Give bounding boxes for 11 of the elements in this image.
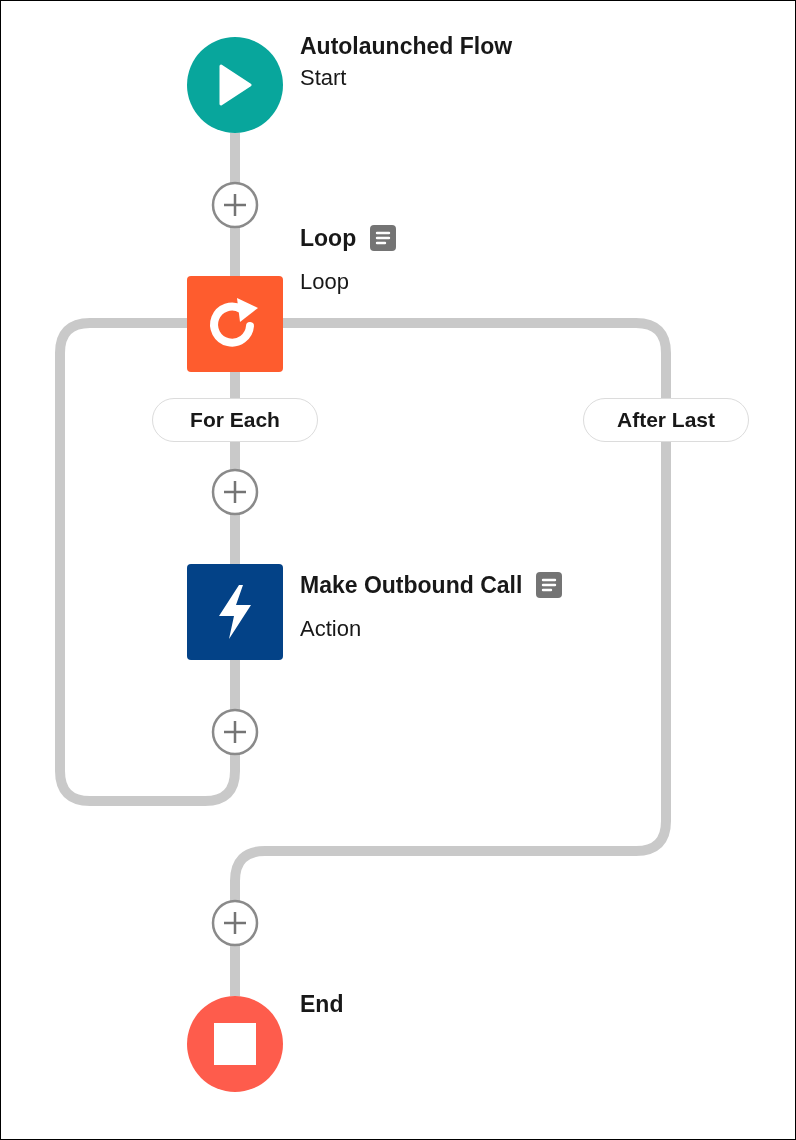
connector-line — [55, 318, 240, 806]
step-type: Action — [300, 615, 363, 643]
step-type: Loop — [300, 268, 350, 296]
step-title: Autolaunched Flow — [300, 32, 513, 61]
edge-label: For Each — [152, 398, 318, 442]
step-title: Make Outbound Call — [300, 571, 523, 600]
step-title: Loop — [300, 224, 357, 253]
step-type: Start — [300, 64, 348, 92]
connector-line — [230, 318, 671, 996]
edge-label: After Last — [583, 398, 749, 442]
step-title: End — [300, 990, 344, 1019]
